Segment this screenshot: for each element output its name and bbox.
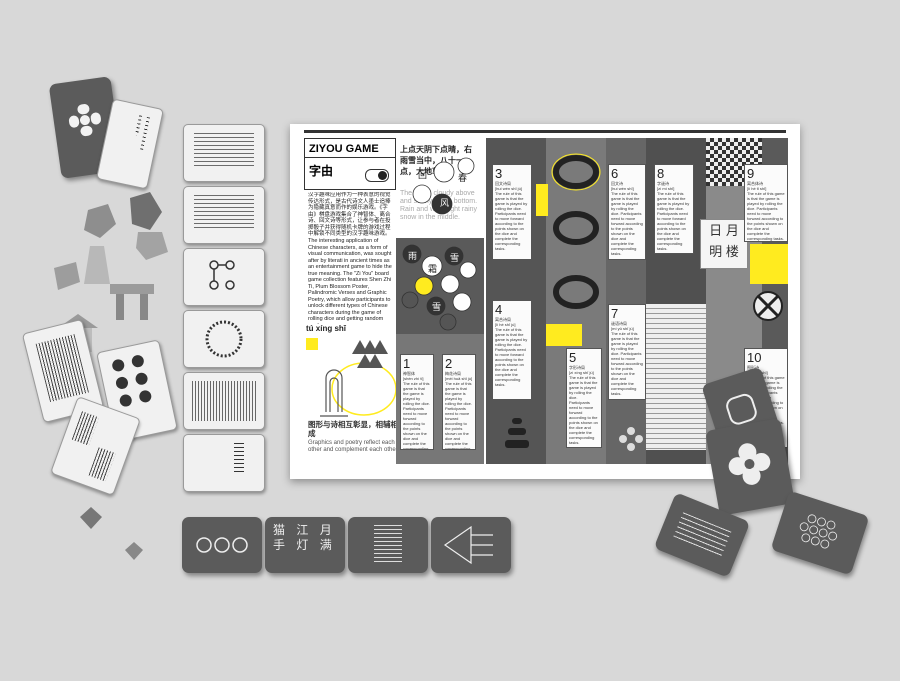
panel-3[interactable]: 3 回文诗局 [huí wén shī jú] The rule of this… bbox=[492, 164, 532, 260]
chip-char: 雪 bbox=[450, 253, 460, 263]
game-card-white[interactable] bbox=[183, 124, 265, 182]
flower-emblem-icon bbox=[726, 393, 757, 425]
card-char: 猫 bbox=[273, 523, 290, 537]
card-char: 月 bbox=[319, 523, 336, 537]
game-card-dark[interactable] bbox=[348, 517, 428, 573]
game-card-dark[interactable] bbox=[48, 76, 124, 179]
board-title-en: ZIYOU GAME bbox=[305, 139, 395, 158]
panel-8[interactable]: 8 字谜诗 [zì mí shī] The rule of this game … bbox=[654, 164, 694, 254]
chip-char: 霜 bbox=[428, 264, 438, 274]
circle-cross-icon bbox=[753, 291, 783, 321]
character-chips bbox=[401, 157, 477, 331]
side-char: 月 bbox=[725, 223, 739, 238]
card-char: 手 bbox=[273, 538, 290, 552]
die-piece[interactable] bbox=[78, 505, 104, 531]
game-card-dark[interactable] bbox=[705, 418, 795, 516]
panel-4[interactable]: 4 离合诗局 [lí hé shī jú] The rule of this g… bbox=[492, 300, 532, 400]
arch-icon bbox=[505, 418, 529, 448]
ring-art bbox=[551, 153, 601, 309]
game-card-white[interactable] bbox=[96, 339, 178, 443]
side-char: 明 bbox=[709, 244, 723, 259]
pinyin-label: tú xíng shī bbox=[306, 324, 346, 333]
intro-en: The interesting application of Chinese c… bbox=[308, 238, 392, 324]
game-card-dark[interactable] bbox=[431, 517, 511, 573]
chip-char: 回 bbox=[418, 170, 428, 180]
side-char: 楼 bbox=[725, 244, 739, 259]
chip-char: 雨 bbox=[408, 251, 418, 261]
chip-char: 春 bbox=[458, 173, 468, 183]
card-char: 江 bbox=[296, 523, 313, 537]
panel-2[interactable]: 2 梅花诗局 [méi huā shī jú] The rule of this… bbox=[442, 354, 476, 450]
game-card-dark[interactable] bbox=[701, 366, 785, 462]
chip-char: 雪 bbox=[432, 302, 442, 312]
intro-cn: 汉字趣味应用作为一种表意的视觉传达形式，是古代诗文人墨士追捧为隐藏真意而作的娱乐… bbox=[308, 192, 391, 236]
graphic-poem-art bbox=[306, 338, 397, 417]
panel-9[interactable]: 9 离合体诗 [lí hé tǐ shī] The rule of this g… bbox=[744, 164, 788, 242]
panel-7[interactable]: 7 谜语诗局 [mí yǔ shī jú] The rule of this g… bbox=[608, 304, 646, 400]
panel-1[interactable]: 1 神智体 [shén zhì tǐ] The rule of this gam… bbox=[400, 354, 434, 450]
chip-char: 风 bbox=[440, 198, 450, 208]
game-card-dark[interactable] bbox=[770, 490, 870, 576]
game-card-dark[interactable] bbox=[182, 517, 262, 573]
stacked-lines-art bbox=[646, 304, 706, 450]
card-char: 灯 bbox=[296, 538, 313, 552]
lattice-icon bbox=[799, 514, 838, 549]
game-card-white[interactable] bbox=[183, 310, 265, 368]
die-piece[interactable] bbox=[123, 540, 145, 562]
checker-pattern bbox=[706, 138, 762, 186]
graphic-en: Graphics and poetry reflect each other a… bbox=[308, 440, 400, 453]
panel-5[interactable]: 5 字形诗局 [zì xíng shī jú] The rule of this… bbox=[566, 348, 602, 448]
game-card-dark[interactable]: 猫 江 月 手 灯 满 bbox=[265, 517, 345, 573]
panel-6[interactable]: 6 回文诗 [huí wén shī] The rule of this gam… bbox=[608, 164, 646, 260]
board-title-cn: 字由 bbox=[309, 164, 334, 178]
poem-cn: 上点天阴下点晴，右雨雪当中，八十一点，大地草青 bbox=[400, 145, 472, 176]
graphic-title-cn: 图形与诗相互彰显，相辅相成 bbox=[308, 420, 398, 438]
lotus-icon bbox=[728, 443, 771, 485]
game-card-white[interactable] bbox=[183, 434, 265, 492]
game-card-white[interactable] bbox=[183, 372, 265, 430]
side-char: 日 bbox=[709, 223, 723, 238]
card-char: 满 bbox=[319, 538, 336, 552]
toggle-icon bbox=[365, 169, 389, 182]
dots-flower-icon bbox=[619, 427, 643, 451]
flower-emblem-icon bbox=[65, 100, 106, 141]
game-pieces-left[interactable] bbox=[50, 190, 180, 330]
game-card-white[interactable] bbox=[183, 186, 265, 244]
game-card-white[interactable] bbox=[183, 248, 265, 306]
